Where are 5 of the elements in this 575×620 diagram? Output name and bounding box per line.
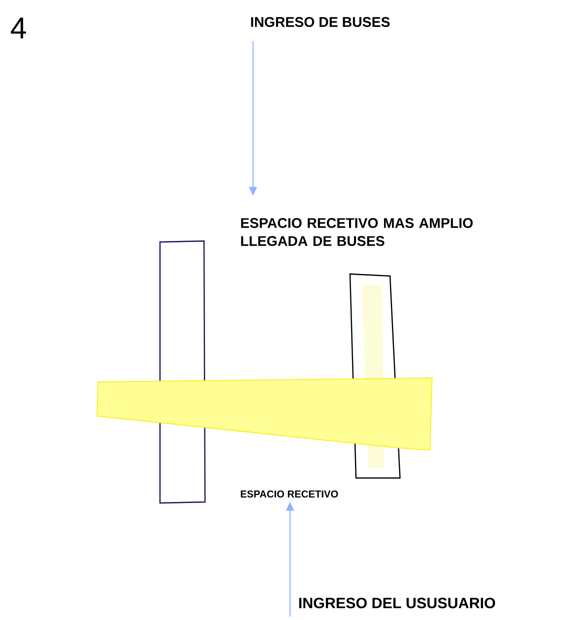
text-label: INGRESO DE BUSES <box>251 17 390 27</box>
text-label: ESPACIO RECETIVO MAS AMPLIO LLEGADA DE BUSES <box>241 218 473 246</box>
figure-number: 4 <box>10 18 26 38</box>
text-label: ESPACIO RECETIVO <box>240 490 338 498</box>
text-label: INGRESO DEL USUSUARIO <box>299 598 496 608</box>
